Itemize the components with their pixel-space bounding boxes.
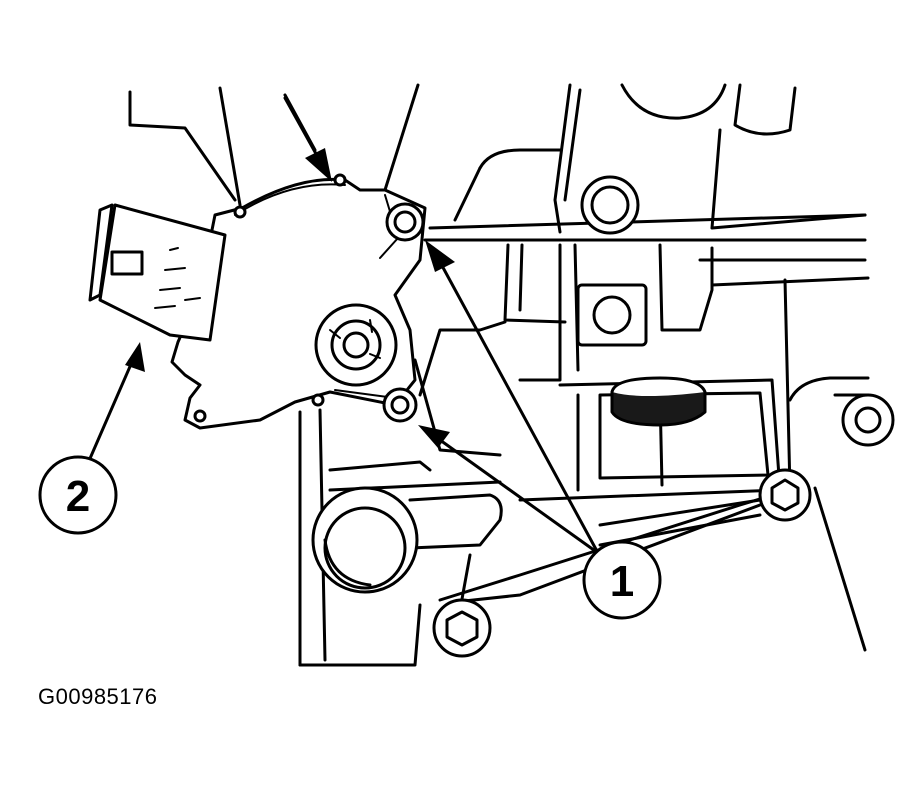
- housing-nut-square: [576, 283, 648, 347]
- leader-lines: [83, 240, 600, 555]
- figure-id-code: G00985176: [38, 684, 158, 709]
- housing-bolt-upper: [580, 175, 640, 235]
- sensor-bolt-lower: [382, 387, 418, 423]
- sensor-rotor: [314, 303, 398, 387]
- housing-bolt-right-edge: [841, 393, 895, 447]
- motion-arrow: [283, 96, 332, 182]
- callout-2-label: 2: [66, 472, 90, 521]
- sensor-bolt-upper: [385, 202, 425, 242]
- shaft-seal: [311, 486, 419, 594]
- callout-1: 1: [582, 540, 662, 620]
- housing-tab: [610, 376, 707, 427]
- housing-bolt-lower-left: [432, 598, 492, 658]
- housing-bolt-lower-right: [758, 468, 812, 522]
- connector: [88, 203, 227, 342]
- callout-1-label: 1: [610, 557, 634, 606]
- callout-2: 2: [38, 455, 118, 535]
